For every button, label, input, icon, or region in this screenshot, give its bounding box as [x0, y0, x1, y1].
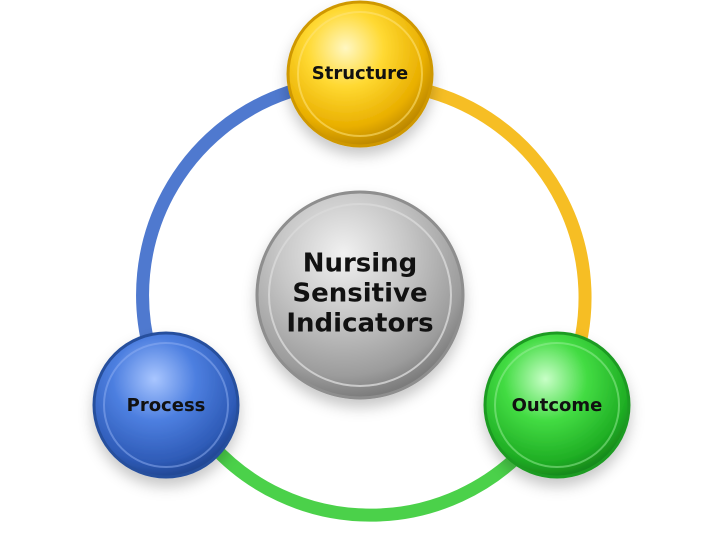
ring-arc-structure-outcome: [424, 85, 592, 378]
outcome-label: Outcome: [512, 395, 603, 416]
outcome-node: [483, 331, 631, 479]
center-label-line-1: Nursing: [303, 249, 418, 279]
process-node: [92, 331, 240, 479]
ring-arc-process-structure: [136, 85, 296, 358]
process-label: Process: [127, 395, 206, 416]
ring-arc-outcome-process: [205, 438, 535, 522]
center-label-line-3: Indicators: [286, 309, 433, 339]
center-node: [255, 190, 465, 400]
center-label-line-2: Sensitive: [292, 279, 427, 309]
structure-node: [286, 0, 434, 148]
structure-label: Structure: [312, 63, 408, 84]
